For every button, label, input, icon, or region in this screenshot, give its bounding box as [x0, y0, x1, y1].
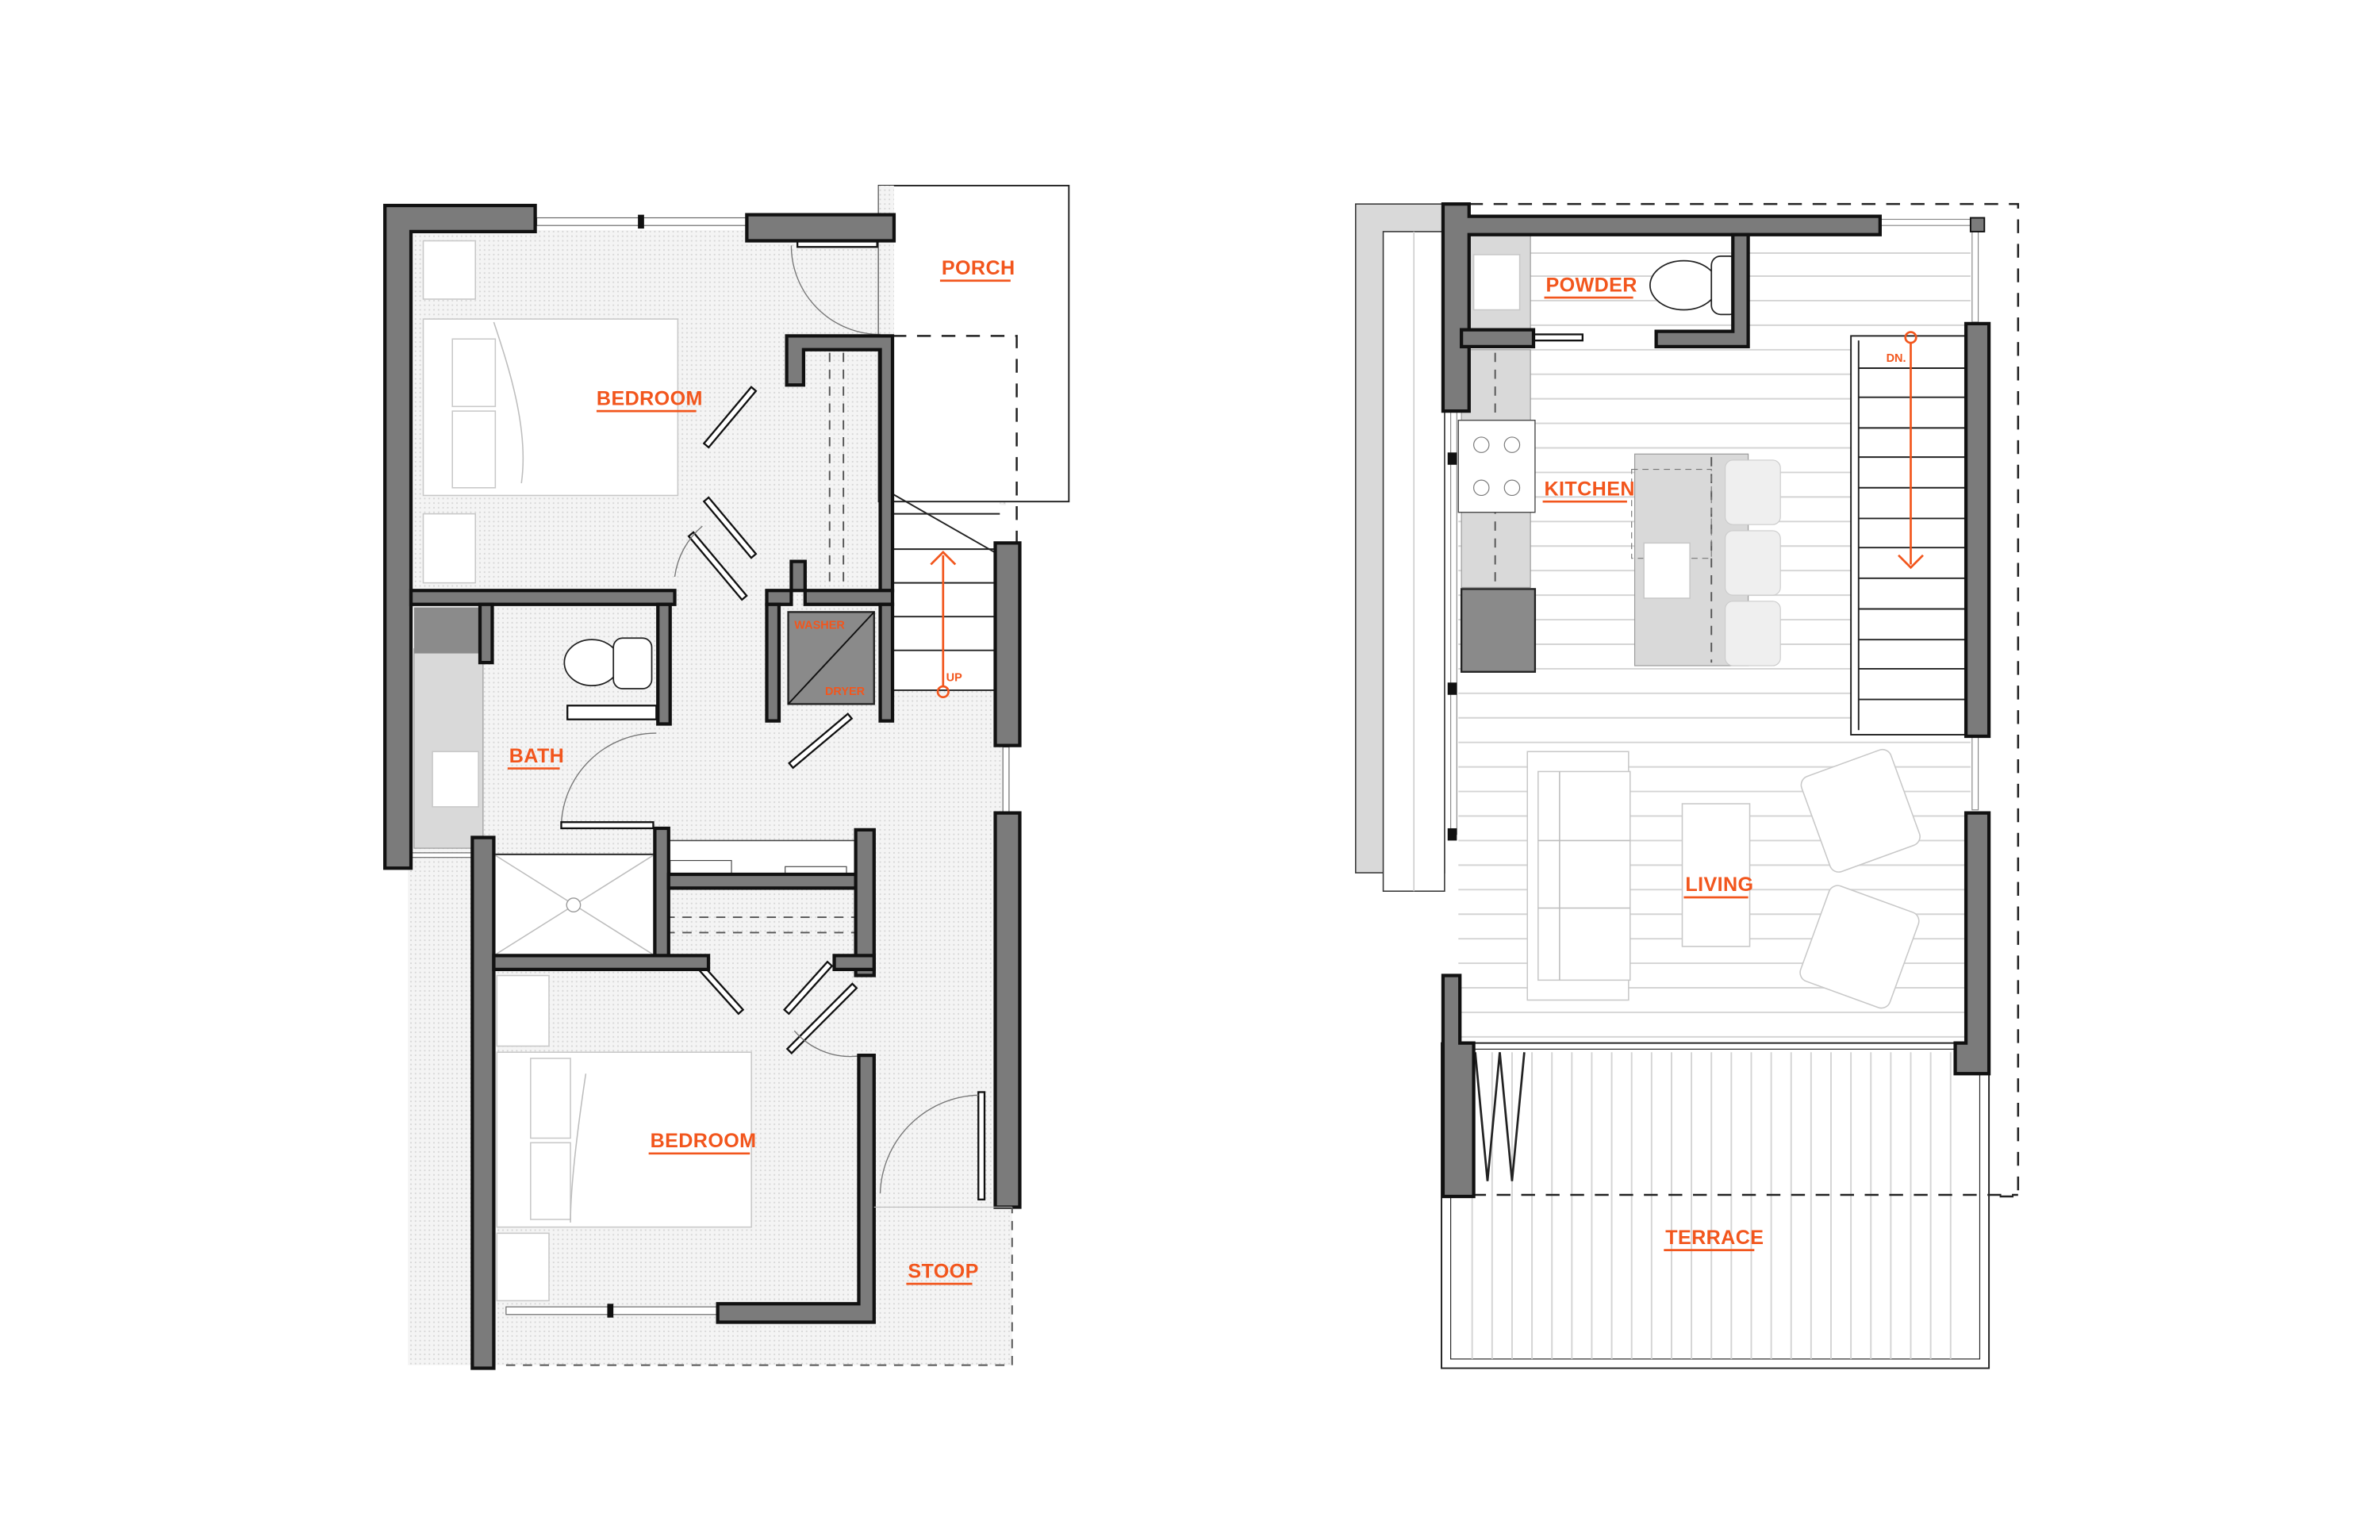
label-bath: BATH [509, 745, 564, 767]
label-dryer: DRYER [825, 686, 866, 698]
porch-area [877, 184, 1070, 503]
label-terrace: TERRACE [1665, 1227, 1764, 1249]
room-labels: BEDROOM PORCH BATH BEDROOM STOOP WASHER … [507, 257, 1906, 1285]
stair-treads-upper [1857, 340, 1968, 731]
lower-floor-plan [383, 184, 1070, 1370]
coffee-table [1681, 803, 1751, 947]
stair-treads-lower [892, 493, 1000, 691]
label-bedroom-south: BEDROOM [651, 1130, 757, 1152]
label-living: LIVING [1685, 874, 1753, 896]
label-up: UP [946, 671, 962, 684]
upper-floor-plan [1354, 202, 2020, 1369]
label-stoop: STOOP [908, 1260, 978, 1282]
label-porch: PORCH [942, 257, 1015, 279]
label-kitchen: KITCHEN [1545, 478, 1635, 500]
label-bedroom-north: BEDROOM [597, 387, 703, 409]
walls-upper [1441, 202, 1991, 1199]
walls-lower [383, 203, 1022, 1370]
terrace-decking [1471, 1052, 1952, 1359]
label-washer: WASHER [794, 620, 845, 632]
label-dn: DN. [1887, 352, 1906, 365]
label-powder: POWDER [1545, 274, 1637, 296]
